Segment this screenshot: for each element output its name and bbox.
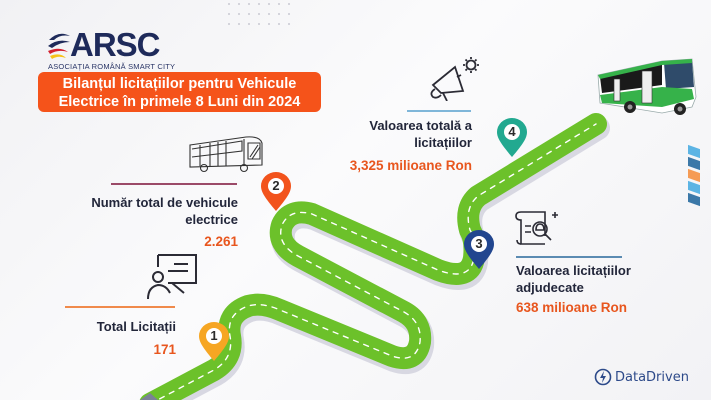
label-line-1: Valoarea totală a [369, 118, 472, 133]
logo-swoosh-icon [48, 33, 70, 59]
logo-wordmark: ARSC [70, 26, 161, 63]
infographic-title: Bilanțul licitațiilor pentru Vehicule El… [38, 72, 321, 112]
milestone-3-rule [516, 256, 622, 258]
bus-outline-icon [189, 136, 263, 173]
milestone-pin-1: 1 [199, 322, 229, 362]
datadriven-wordmark: DataDriven [615, 369, 689, 385]
milestone-1-label: Total Licitații [96, 319, 176, 334]
milestone-4-rule [407, 110, 471, 112]
presenter-icon [147, 254, 197, 300]
arsc-logo [46, 26, 196, 72]
milestone-pin-4: 4 [497, 118, 527, 158]
label-line-2: licitațiilor [414, 135, 472, 150]
label-line-2: adjudecate [516, 280, 584, 295]
milestone-1-rule [65, 306, 175, 308]
document-search-icon [515, 211, 558, 245]
milestone-2-rule [111, 183, 237, 185]
pin-number: 3 [471, 236, 487, 252]
milestone-4-value: 3,325 milioane Ron [349, 158, 472, 173]
pin-number: 4 [504, 124, 520, 140]
milestone-pin-3: 3 [464, 230, 494, 270]
datadriven-logo: DataDriven [594, 368, 689, 386]
label-line-1: Valoarea licitațiilor [516, 263, 631, 278]
milestone-3-label: Valoarea licitațiilor adjudecate [516, 262, 686, 296]
pin-number: 2 [268, 178, 284, 194]
milestone-2-value: 2.261 [204, 234, 238, 249]
milestone-4-label: Valoarea totală a licitațiilor [340, 117, 472, 151]
label-line-2: electrice [185, 212, 238, 227]
electric-bus-illustration [597, 58, 697, 115]
pin-number: 1 [206, 328, 222, 344]
logo-subtitle: ASOCIAȚIA ROMÂNĂ SMART CITY [48, 62, 176, 71]
title-line-2: Electrice în primele 8 Luni din 2024 [58, 94, 301, 110]
datadriven-bolt-icon [594, 368, 612, 386]
milestone-2-label: Număr total de vehicule electrice [60, 194, 238, 228]
megaphone-gear-icon [430, 57, 479, 101]
label-line-1: Număr total de vehicule [91, 195, 238, 210]
milestone-3-value: 638 milioane Ron [516, 300, 628, 315]
title-line-1: Bilanțul licitațiilor pentru Vehicule [62, 76, 297, 92]
dot-grid-decoration [228, 3, 290, 25]
milestone-pin-2: 2 [261, 172, 291, 212]
milestone-1-value: 171 [153, 342, 176, 357]
